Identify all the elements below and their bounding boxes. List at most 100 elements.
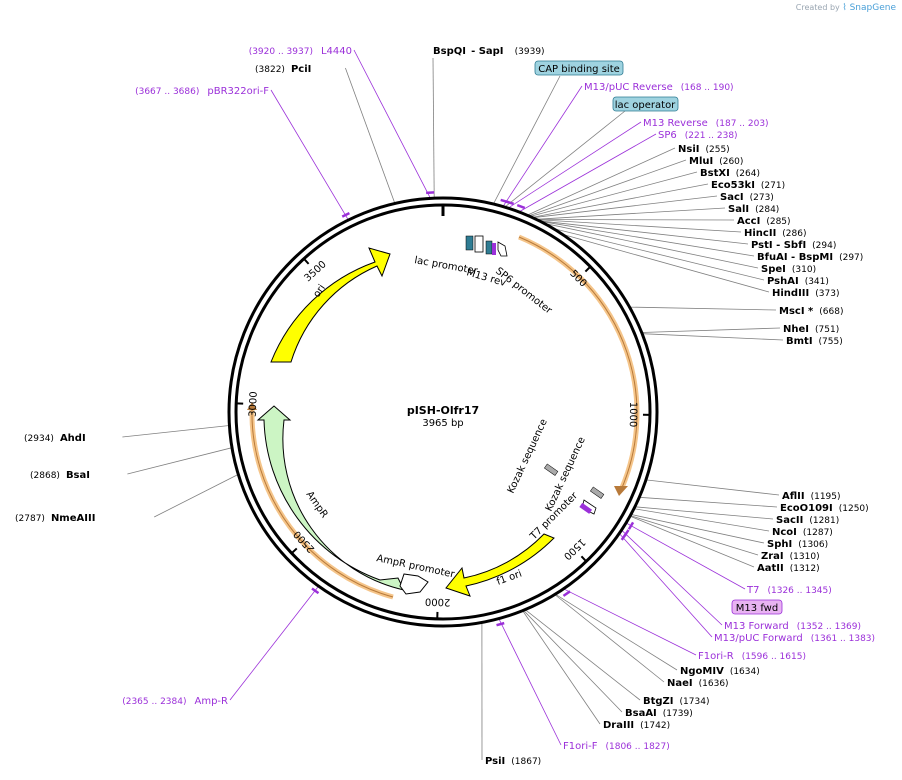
enzyme-naei-leader [554,594,665,683]
enzyme-mlui-name: MluI [689,156,713,167]
enzyme-mlui-label: MluI (260) [689,156,743,167]
cap-binding-site-mark [465,235,474,251]
enzyme-ahdi-name: AhdI [60,433,86,444]
tick-2500 [290,547,298,554]
enzyme-sacii-name: SacII [776,515,803,526]
tick-label-1000: 1000 [627,402,638,428]
enzyme-bsaai-name: BsaAI [625,708,657,719]
primer-sp6-range: (221 .. 238) [685,131,738,141]
primer-m13-puc-reverse-label: M13/pUC Reverse(168 .. 190) [584,82,734,93]
kozak-sequence-mark-2 [590,486,605,499]
lac-operator-label: lac operator [615,100,676,111]
enzyme-sali-pos: (284) [755,205,779,215]
enzyme-pshai-name: PshAI [767,276,799,287]
primer-m13-reverse-label: M13 Reverse (187 .. 203) [643,118,769,129]
enzyme-bsai-label: (2868)BsaI [30,470,90,481]
primer-t7-name: T7 [746,585,759,596]
enzyme-ahdi-label: (2934)AhdI [24,433,86,444]
primer-m13-reverse-leader [507,121,642,209]
plasmid-name: pISH-Olfr17 [407,404,479,417]
enzyme-bstxi-pos: (264) [736,169,760,179]
enzyme-draiii-pos: (1742) [640,721,670,731]
enzyme-hincii-leader [536,219,742,233]
enzyme-acci-name: AccI [737,216,760,227]
enzyme-bsaai-leader [523,610,623,713]
primer-amp-r-leader [229,585,319,701]
primer-sp6-label: SP6 (221 .. 238) [658,130,738,141]
enzyme-bsai-leader [127,447,233,475]
enzyme-pcii-name: PciI [291,64,311,75]
primer-f1ori-f-range: (1806 .. 1827) [605,742,669,752]
enzyme-sphi-name: SphI [767,539,792,550]
primer-m13-reverse-mark [505,200,515,206]
enzyme-ahdi-leader [122,425,230,438]
enzyme-aflii-label: AflII(1195) [782,491,841,502]
cap-binding-site-label: CAP binding site [538,64,620,75]
enzyme-bsai-name: BsaI [66,470,90,481]
enzyme-msci-pos: (668) [819,307,843,317]
primer-m13-reverse-name: M13 Reverse [643,118,708,129]
enzyme-naei-label: NaeI(1636) [667,678,729,689]
primer-f1ori-r-name: F1ori-R [698,651,734,662]
plasmid-length: 3965 bp [422,418,463,429]
primer-m13-forward-leader [621,529,723,626]
enzyme-nmeaiii-leader [154,474,239,518]
enzyme-spei-label: SpeI(310) [761,264,816,275]
ampr-region-arrowhead [247,402,257,410]
primer-pbr322ori-f-label: (3667 .. 3686)pBR322ori-F [135,86,269,97]
primer-l4440-mark [426,191,435,195]
enzyme-hindiii-pos: (373) [815,289,839,299]
tick-label-2000: 2000 [425,596,451,608]
primer-amp-r-label: (2365 .. 2384)Amp-R [122,696,228,707]
primer-t7-mark [627,521,635,530]
enzyme-nmeaiii-pos: (2787) [15,514,45,524]
enzyme-eco53ki-label: Eco53kI(271) [711,180,785,191]
enzyme-aflii-leader [645,479,780,496]
enzyme-hincii-pos: (286) [782,229,806,239]
enzyme-sacii-leader [634,506,774,520]
lac-promoter-mark [474,235,484,253]
enzyme-sbfi-name: SbfI [784,240,806,251]
enzyme-mlui-leader [528,159,687,217]
ori-feature [270,247,391,363]
bspqi-label: BspQI [433,46,466,57]
tick-1500 [580,555,588,563]
enzyme-bmti-label: BmtI(755) [786,336,843,347]
primer-f1ori-f-mark [496,621,505,627]
enzyme-saci-name: SacI [720,192,744,203]
enzyme-nhei-leader [641,327,781,333]
enzyme-sphi-label: SphI(1306) [767,539,828,550]
primer-m13-reverse-range: (187 .. 203) [716,119,769,129]
enzyme-spei-leader [543,222,759,269]
enzyme-nhei-name: NheI [783,324,809,335]
primer-pbr322ori-f-leader [270,89,349,221]
enzyme-pcii-leader [345,67,396,204]
enzyme-naei-pos: (1636) [699,679,729,689]
primer-sp6-name: SP6 [658,130,677,141]
enzyme-btgzi-leader [524,609,641,701]
enzyme-zrai-leader [630,515,759,556]
primer-f1ori-f-label: F1ori-F(1806 .. 1827) [563,741,670,752]
primer-m13-puc-forward-leader [618,533,713,638]
snapgene-watermark: Created by ⌇ SnapGene [796,3,896,13]
kozak-sequence-mark-1 [544,463,559,476]
enzyme-ngomiv-label: NgoMIV(1634) [680,666,760,677]
site-labels: NsiI(255)MluI(260)BstXI(264)Eco53kI(271)… [15,46,875,767]
enzyme-psti-name: PstI [751,240,773,251]
primer-t7-label: T7(1326 .. 1345) [746,585,832,596]
m13-fwd-mark [579,502,593,514]
enzyme-draiii-leader [522,610,601,725]
enzyme-zrai-label: ZraI(1310) [761,551,820,562]
lac-operator-box [612,96,679,112]
enzyme-mlui-pos: (260) [719,157,743,167]
watermark-prefix: Created by [795,3,840,12]
primer-m13-forward-name: M13 Forward [724,621,789,632]
watermark-brand: SnapGene [849,3,896,13]
sp6-promoter-mark [497,241,508,257]
enzyme-dash: - [471,46,479,57]
enzyme-nmeaiii-label: (2787)NmeAIII [15,513,95,524]
enzyme-ecoo109i-leader [639,496,778,508]
primer-l4440-name: L4440 [321,46,352,57]
primer-amp-r-name: Amp-R [195,696,229,707]
